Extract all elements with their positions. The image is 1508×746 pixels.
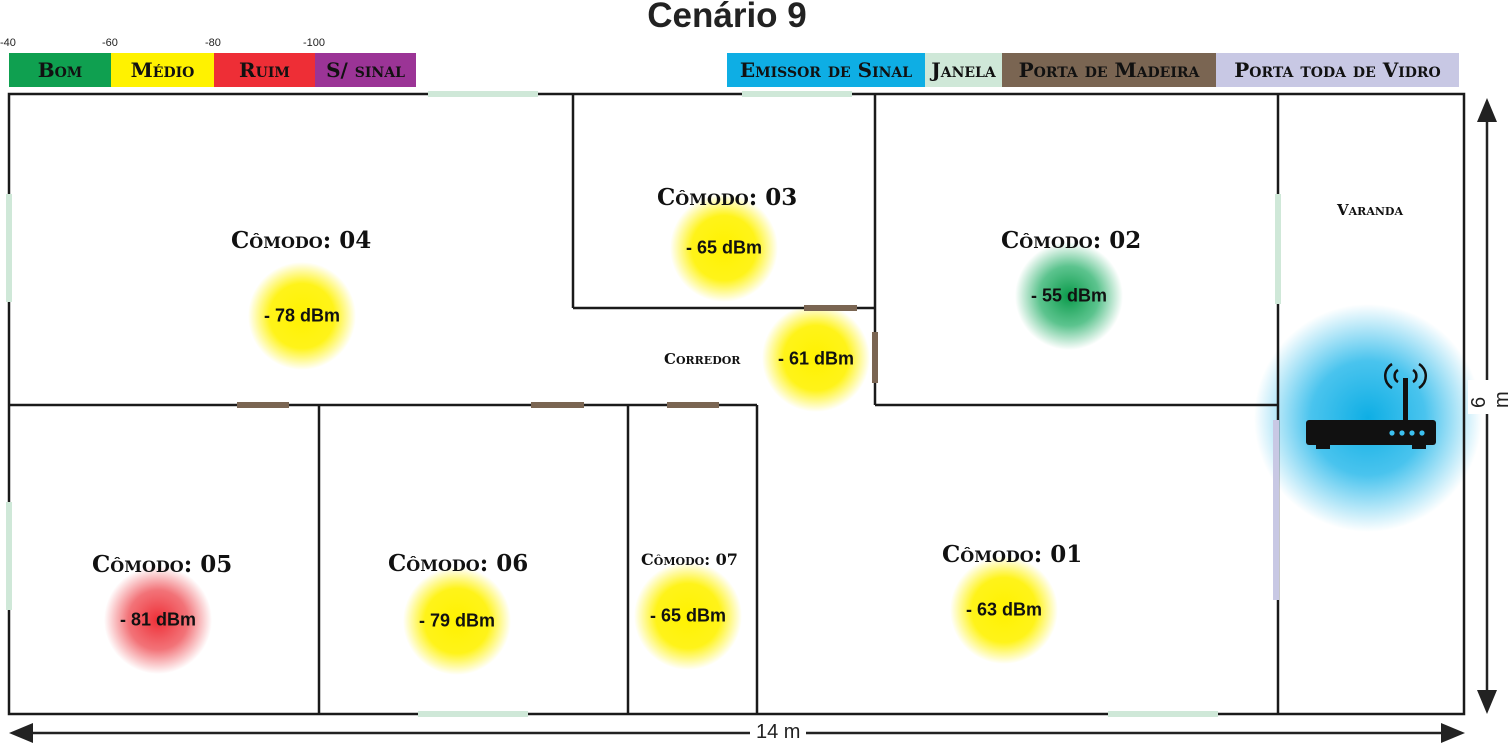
reading-comodo-03: - 65 dBm: [685, 237, 763, 258]
reading-comodo-02: - 55 dBm: [1030, 285, 1108, 306]
heat-comodo-03: [670, 194, 778, 302]
legend-sem-sinal: S/ sinal: [315, 53, 416, 87]
room-label-varanda: Varanda: [1337, 201, 1403, 219]
wood-doors: [237, 305, 878, 408]
room-label-corredor: Corredor: [664, 350, 741, 368]
legend-porta-madeira: Porta de Madeira: [1002, 53, 1216, 87]
room-label-comodo-05: Cômodo: 05: [92, 551, 233, 578]
legend-tick: -60: [102, 37, 118, 49]
legend-tick: -100: [303, 37, 326, 49]
reading-comodo-04: - 78 dBm: [263, 305, 341, 326]
emitter-glow: [1254, 304, 1482, 532]
height-label: 6 m: [1468, 380, 1508, 414]
heat-comodo-02: [1015, 242, 1123, 350]
heat-corredor: [762, 304, 870, 412]
heat-comodo-06: [403, 567, 511, 675]
heat-comodo-05: [104, 566, 212, 674]
walls: [7, 92, 1466, 716]
legend-emissor: Emissor de Sinal: [727, 53, 925, 87]
room-label-comodo-03: Cômodo: 03: [657, 184, 798, 211]
room-label-comodo-01: Cômodo: 01: [942, 541, 1083, 568]
room-label-comodo-06: Cômodo: 06: [388, 550, 529, 577]
room-label-comodo-07: Cômodo: 07: [641, 550, 738, 569]
legend-bom: Bom: [9, 53, 111, 87]
legend-tick: -40: [0, 37, 16, 49]
reading-comodo-07: - 65 dBm: [649, 605, 727, 626]
heat-comodo-07: [634, 562, 742, 670]
heat-comodo-01: [950, 556, 1058, 664]
wifi-router-icon: [1306, 362, 1436, 449]
legend-medio: Médio: [111, 53, 214, 87]
legend-tick: -80: [205, 37, 221, 49]
width-label: 14 m: [750, 721, 807, 744]
room-label-comodo-04: Cômodo: 04: [231, 227, 372, 254]
legend-janela: Janela: [925, 53, 1002, 87]
room-label-comodo-02: Cômodo: 02: [1001, 227, 1142, 254]
diagram-title: Cenário 9: [647, 0, 807, 35]
reading-comodo-06: - 79 dBm: [418, 610, 496, 631]
reading-comodo-01: - 63 dBm: [965, 599, 1043, 620]
reading-comodo-05: - 81 dBm: [119, 609, 197, 630]
width-dimension: [9, 723, 1465, 743]
reading-corredor: - 61 dBm: [777, 348, 855, 369]
legend-porta-vidro: Porta toda de Vidro: [1216, 53, 1459, 87]
legend-ruim: Ruim: [214, 53, 315, 87]
windows: [6, 91, 1281, 717]
heat-comodo-04: [248, 262, 356, 370]
